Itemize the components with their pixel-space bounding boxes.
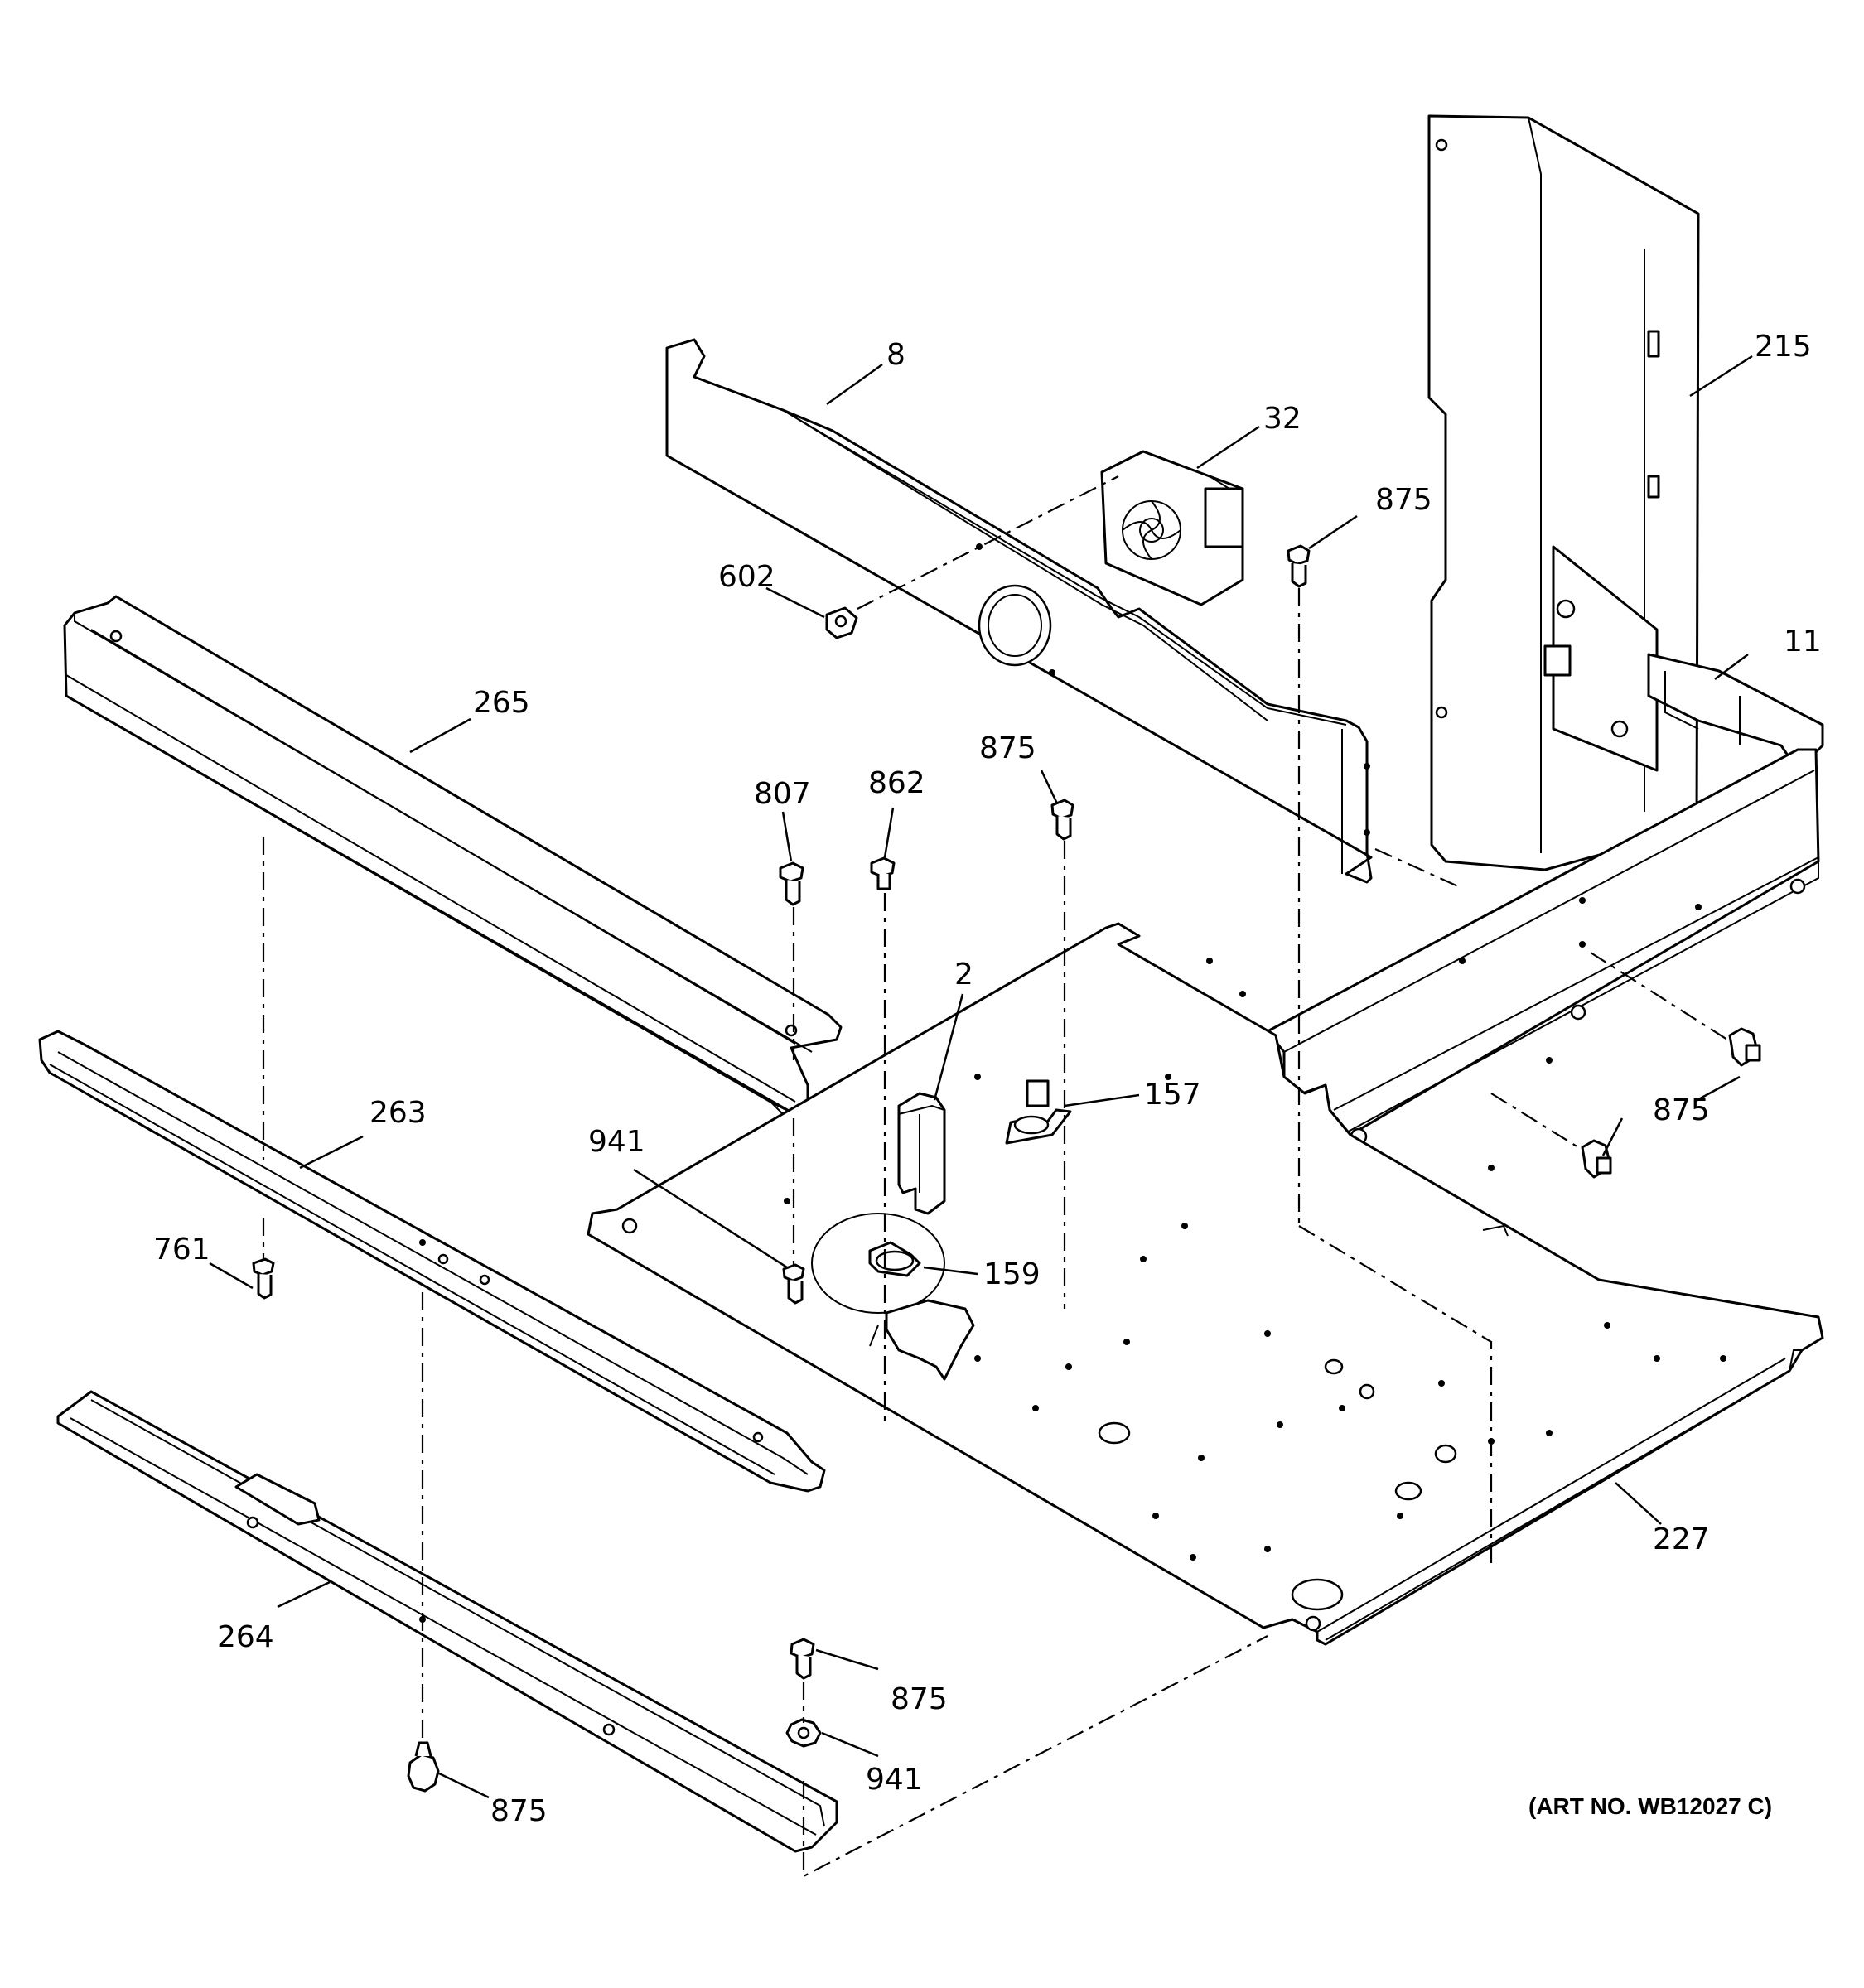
- callout-941-bottom: 941: [866, 1763, 923, 1797]
- callout-227: 227: [1653, 1522, 1710, 1556]
- channel-265: [63, 595, 843, 1129]
- callout-875-top: 875: [1375, 483, 1432, 517]
- callout-32: 32: [1263, 402, 1301, 436]
- callout-941-mid: 941: [588, 1125, 645, 1159]
- channel-264: [56, 1390, 838, 1853]
- fan-32: [1100, 450, 1244, 606]
- callout-157: 157: [1144, 1078, 1201, 1112]
- screw-761: [252, 1257, 275, 1300]
- callout-862: 862: [868, 766, 925, 800]
- screw-875-top: [1287, 544, 1311, 588]
- callout-875-bottom: 875: [891, 1682, 948, 1716]
- screw-862: [870, 856, 896, 890]
- callout-265: 265: [473, 686, 530, 720]
- art-number: (ART NO. WB12027 C): [1528, 1793, 1772, 1819]
- screw-875-lower-left: [407, 1741, 440, 1793]
- callout-264: 264: [217, 1620, 274, 1654]
- component-2: [897, 1092, 946, 1215]
- side-panel-215: [1427, 114, 1700, 871]
- callout-8: 8: [886, 338, 905, 372]
- callout-11: 11: [1784, 625, 1822, 659]
- trim-263: [38, 1030, 826, 1493]
- screw-875-right-b: [1581, 1139, 1612, 1179]
- screw-941: [782, 1263, 805, 1305]
- screw-807: [779, 861, 804, 906]
- screw-875-bottom: [790, 1638, 815, 1680]
- base-plate-227: [587, 922, 1824, 1646]
- leader-lines: [209, 355, 1753, 1799]
- angle-rail: [1266, 748, 1820, 1146]
- callout-215: 215: [1755, 330, 1812, 364]
- callout-159: 159: [983, 1257, 1041, 1291]
- callout-602: 602: [718, 560, 775, 594]
- callout-2: 2: [954, 958, 973, 992]
- callout-labels: 8 32 215 875 602 11 265 875 807 862 2 15…: [153, 330, 1822, 1828]
- callout-875-right: 875: [1653, 1093, 1710, 1127]
- panel-8: [665, 338, 1373, 884]
- assembly-lines: [262, 475, 1728, 1878]
- screw-602: [825, 606, 858, 639]
- screw-875-mid: [1050, 799, 1074, 841]
- callout-875-lower-left: 875: [490, 1794, 548, 1828]
- callout-807: 807: [754, 777, 811, 811]
- nut-941-bottom: [785, 1718, 822, 1748]
- thermostat-157: [1005, 1079, 1072, 1145]
- callout-263: 263: [369, 1096, 427, 1130]
- screw-875-right-a: [1728, 1027, 1761, 1067]
- callout-875-mid: 875: [979, 731, 1036, 765]
- callout-761: 761: [153, 1233, 210, 1267]
